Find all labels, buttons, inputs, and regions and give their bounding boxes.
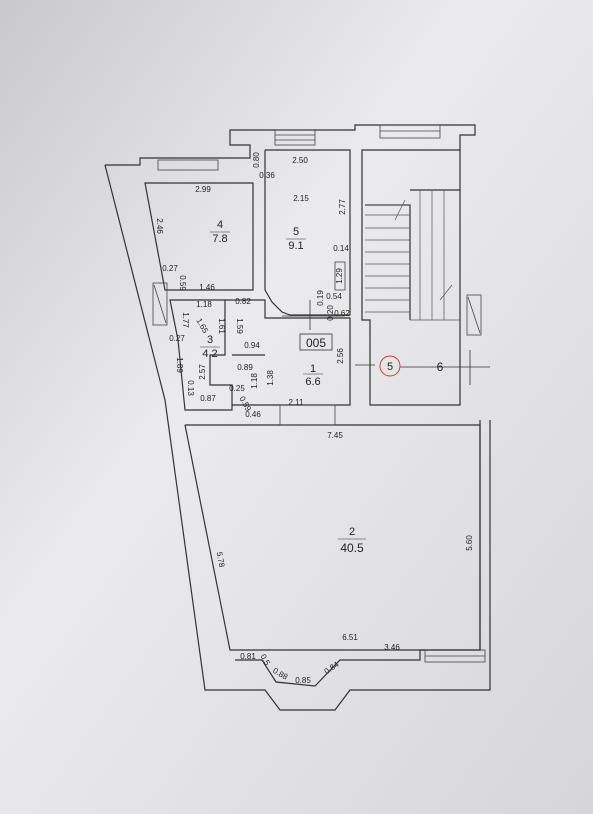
dimension-label: 2.15 [293,194,309,203]
room-number: 3 [207,334,213,346]
dimension-label: 1.77 [181,312,190,328]
dimension-label: 1.59 [235,318,244,334]
room-area: 40.5 [340,541,364,555]
dimension-label: 2.99 [195,185,211,194]
dimension-label: 0.14 [333,244,349,253]
dimension-label: 5.60 [465,535,474,551]
dimension-label: 1.89 [175,357,184,373]
stair-marker-label: 5 [387,361,393,373]
dimension-label: 0.25 [229,384,245,393]
unit-label-box [299,333,333,351]
dimension-labels: 2.50 0.80 0.36 2.15 2.77 0.14 1.29 2.99 … [155,152,474,685]
stairs [365,190,460,321]
dimension-label: 0.54 [326,292,342,301]
dimension-label: 0.59 [178,275,187,291]
dimension-label: 5.78 [215,551,227,568]
room-number: 2 [349,526,355,538]
dimension-label: 1.61 [217,318,226,334]
dimension-label: 0.94 [244,341,260,350]
room-area: 7.8 [212,233,227,245]
dimension-label: 2.57 [198,364,207,380]
dimension-label: 0.46 [245,410,261,419]
dimension-label: 0.89 [237,363,253,372]
room-number: 5 [293,226,299,238]
dimension-label: 1.29 [335,268,344,284]
marker-lines [282,300,490,385]
dimension-label: 3.46 [384,643,400,652]
dimension-label: 6.51 [342,633,358,642]
dimension-label: 0.80 [252,152,261,168]
dimension-label: 0.19 [316,290,325,306]
room-area: 4.2 [202,348,217,360]
dimension-label: 2.77 [338,199,347,215]
dimension-label: 2.11 [289,398,305,407]
dimension-label: 2.46 [155,218,164,234]
dimension-label: 7.45 [327,431,343,440]
dimension-label: 0.87 [200,394,216,403]
room-area: 6.6 [305,376,320,388]
dimension-label: 1.38 [266,370,275,386]
dimension-label: 0.13 [186,380,195,396]
dimension-label: 1.18 [250,373,259,389]
dimension-label: 0.82 [235,297,251,306]
windows [152,124,486,663]
unit-label: 005 [306,336,326,350]
room-number: 6 [437,360,444,374]
dimension-label: 2.50 [292,156,308,165]
room-number: 1 [310,363,316,375]
dimension-label: 0.20 [326,305,335,321]
dimension-label: 2.56 [336,348,345,364]
room-number: 4 [217,219,223,231]
room-area: 9.1 [288,240,303,252]
dimension-label: 0.62 [334,309,350,318]
dimension-label: 0.27 [169,334,185,343]
stair-marker-circle [379,355,401,377]
dimension-label: 0.81 [240,652,256,661]
dimension-label: 0.85 [295,676,311,685]
dimension-label: 0.27 [162,264,178,273]
dimension-label: 1.18 [196,300,212,309]
dimension-label: 1.46 [199,283,215,292]
dimension-label: 0.36 [259,171,275,180]
